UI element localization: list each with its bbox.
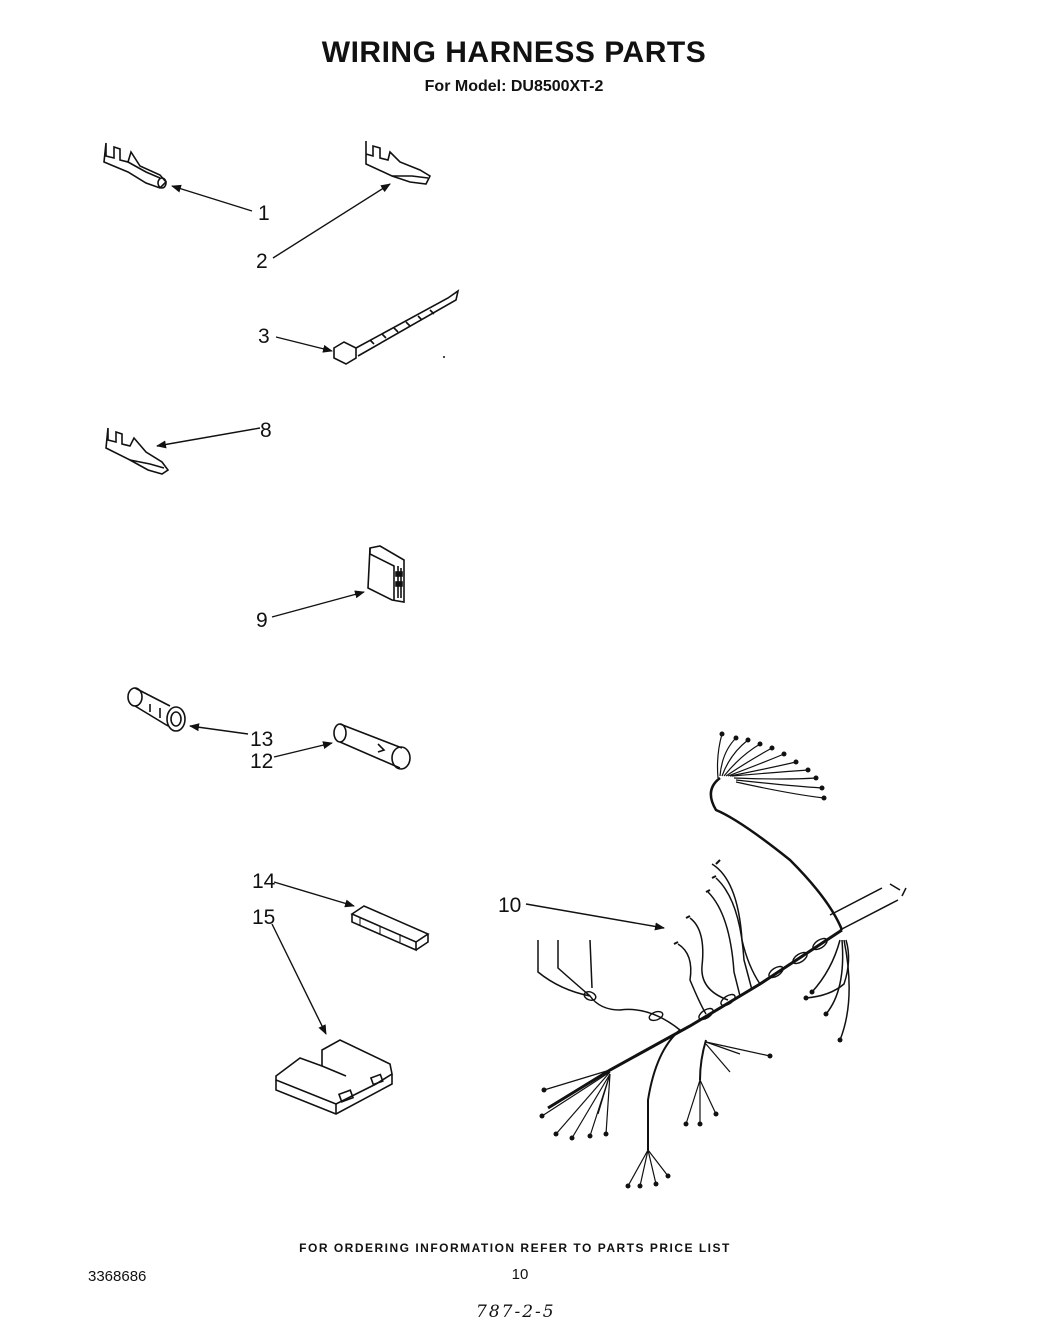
stray-dot — [443, 356, 445, 358]
callout-10: 10 — [498, 894, 521, 917]
callout-14: 14 — [252, 870, 276, 893]
connector-housing-part-15 — [275, 1039, 393, 1115]
leader-line-15 — [271, 923, 327, 1035]
leader-line-2 — [272, 183, 391, 259]
connector-part-9 — [367, 545, 405, 603]
callout-15: 15 — [252, 906, 275, 929]
connector-part-14 — [350, 905, 430, 952]
model-subtitle: For Model: DU8500XT-2 — [424, 78, 604, 95]
leader-line-13 — [189, 723, 249, 735]
page-title: WIRING HARNESS PARTS — [321, 36, 707, 69]
wiring-harness-part-10 — [537, 731, 907, 1189]
callout-9: 9 — [256, 609, 268, 632]
page-number: 10 — [511, 1266, 529, 1283]
terminal-part-2 — [365, 141, 432, 185]
callout-8: 8 — [260, 419, 272, 442]
leader-line-14 — [273, 881, 355, 908]
document-number: 3368686 — [88, 1268, 147, 1285]
leader-line-10 — [525, 903, 665, 931]
leader-line-12 — [273, 741, 333, 758]
callout-3: 3 — [258, 325, 270, 348]
handwritten-note: 787-2-5 — [476, 1302, 556, 1322]
ordering-note: FOR ORDERING INFORMATION REFER TO PARTS … — [299, 1241, 731, 1255]
terminal-part-1 — [103, 142, 168, 189]
callout-12: 12 — [250, 750, 273, 773]
sleeve-part-12 — [333, 723, 411, 770]
leader-line-1 — [171, 184, 253, 212]
callout-2: 2 — [256, 250, 268, 273]
bushing-part-13 — [127, 687, 186, 732]
callout-1: 1 — [258, 202, 270, 225]
leader-line-9 — [271, 590, 365, 618]
callout-13: 13 — [250, 728, 273, 751]
leader-line-8 — [156, 427, 261, 449]
leader-line-3 — [275, 336, 333, 353]
terminal-part-8 — [105, 427, 170, 475]
cable-tie-part-3 — [333, 289, 460, 365]
